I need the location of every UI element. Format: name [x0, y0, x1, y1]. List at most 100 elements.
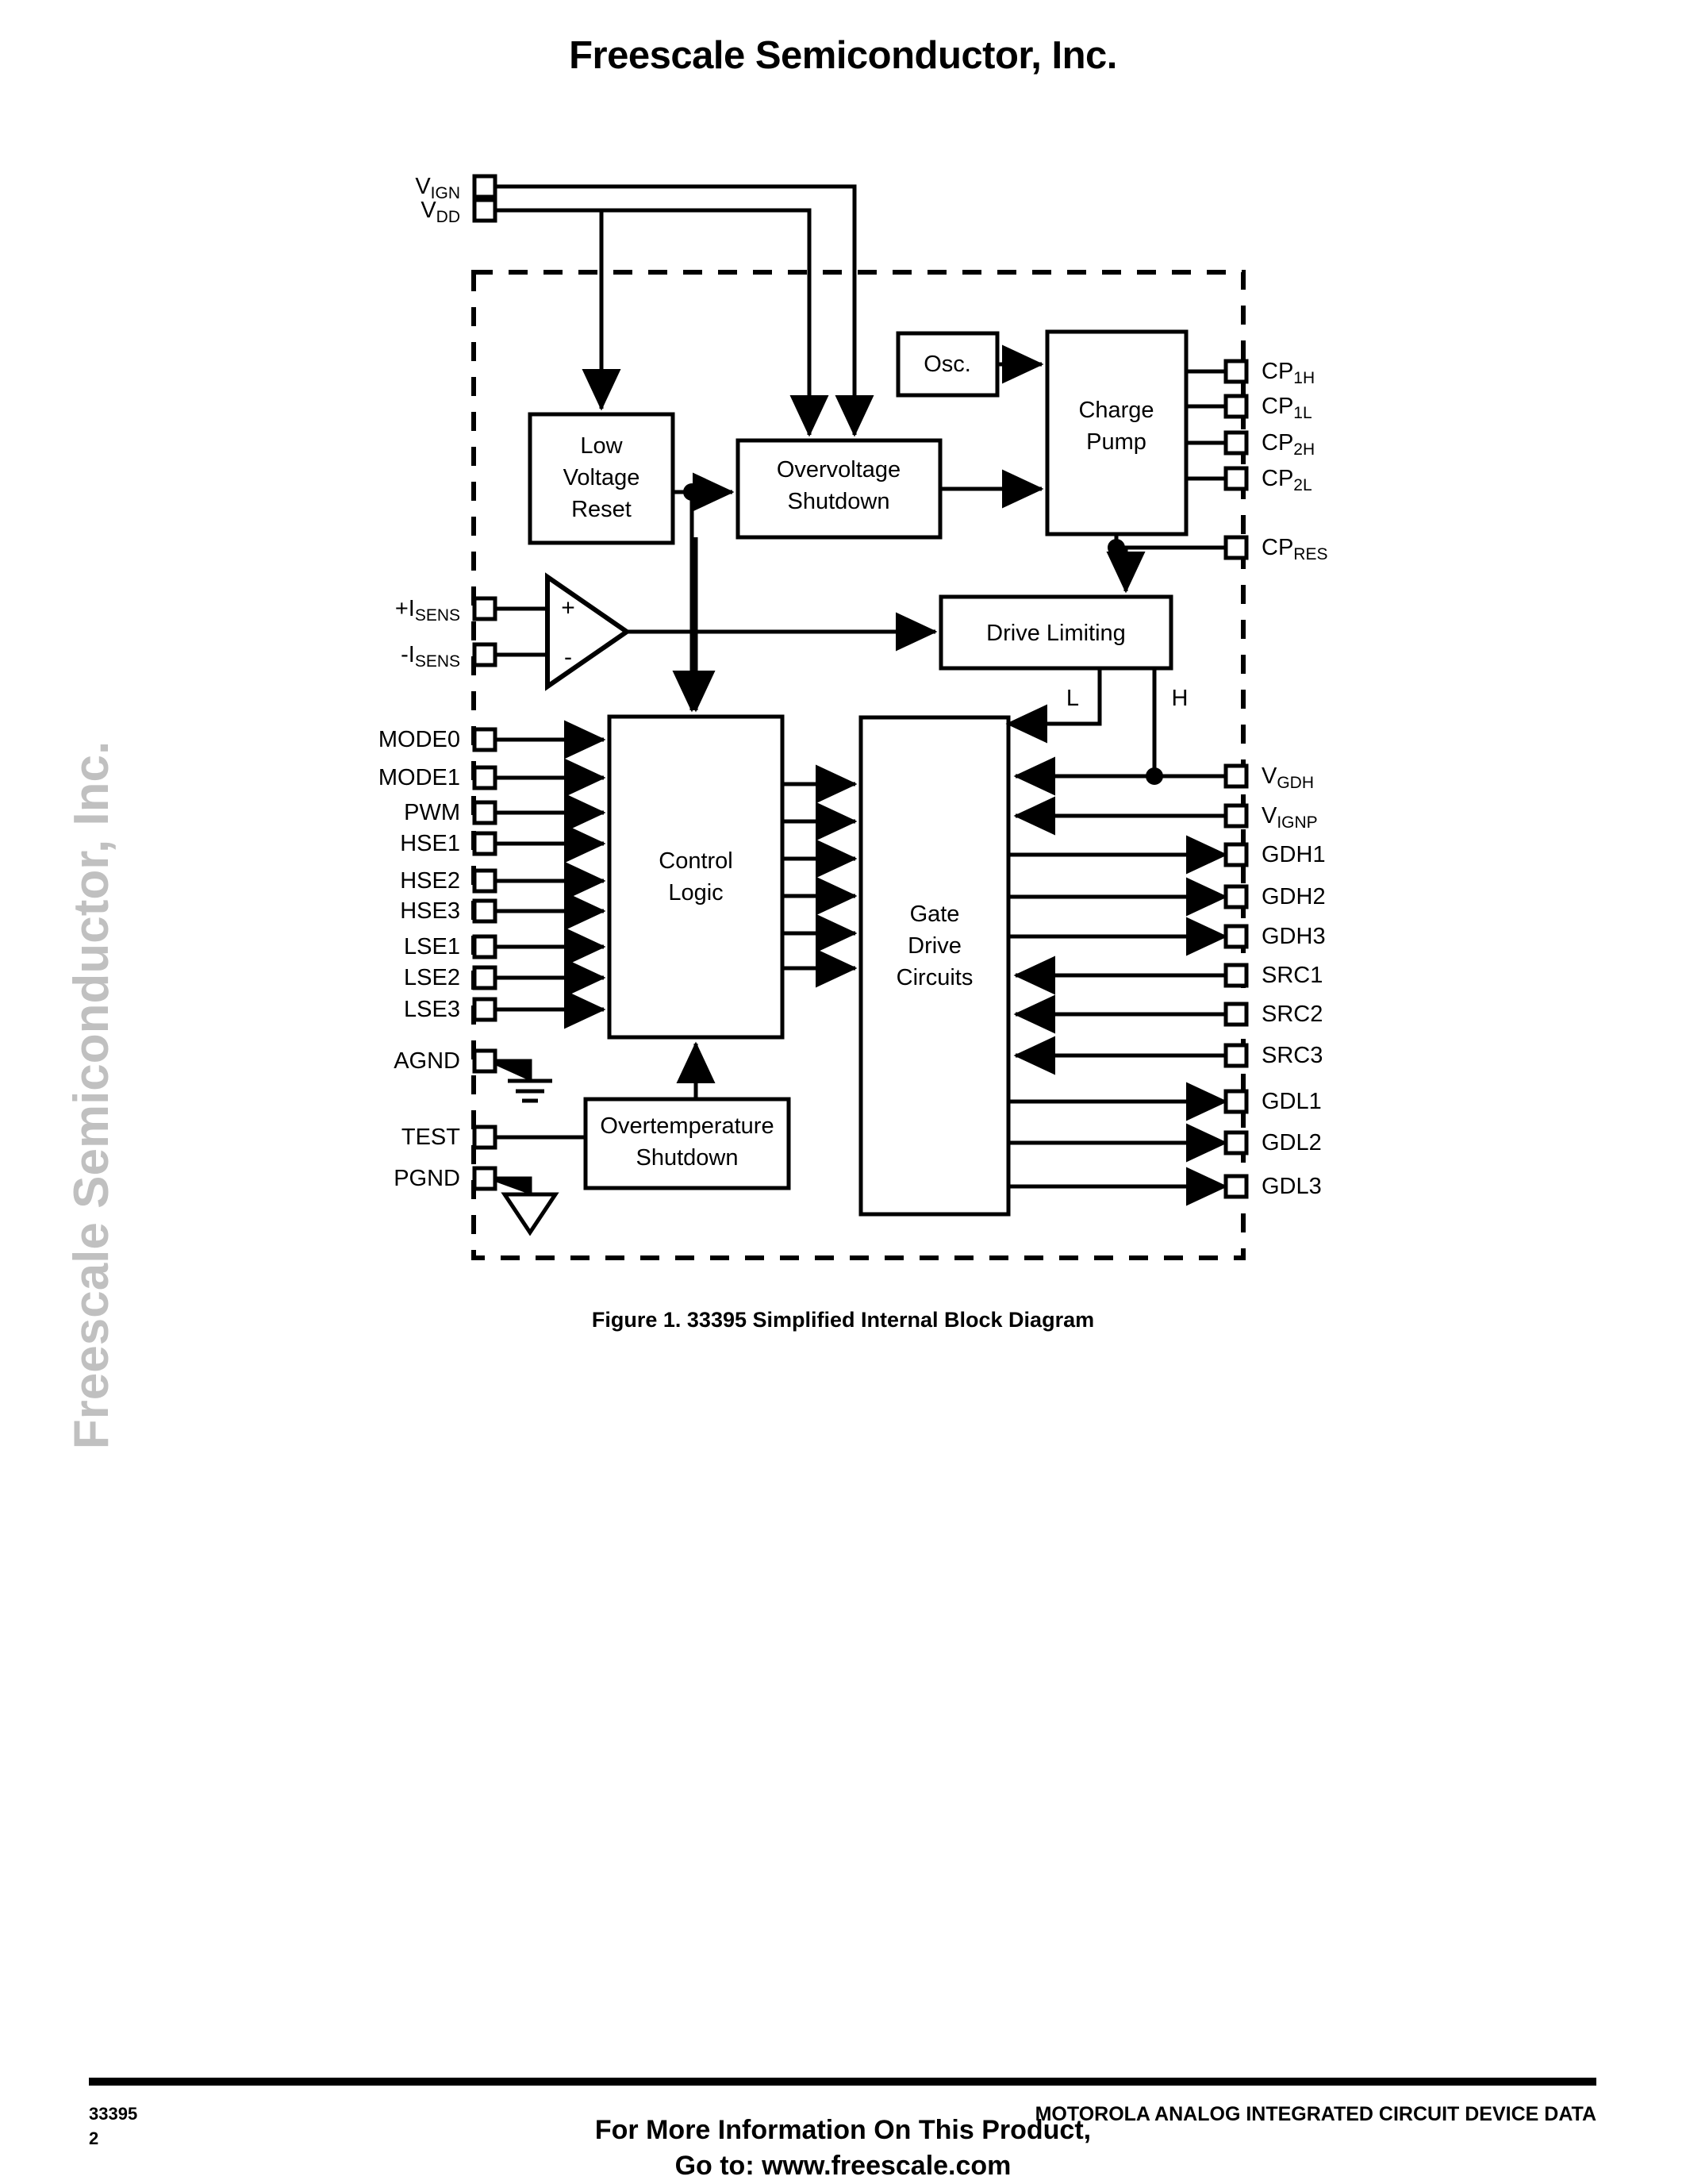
wire-control-to-gate-drive — [782, 764, 858, 988]
gate-drive-line1: Gate — [910, 902, 960, 927]
pin-label-isens-minus: -ISENS — [401, 642, 460, 671]
pin-src3[interactable]: SRC3 — [1223, 1043, 1323, 1068]
footer-page-number: 2 — [89, 2128, 99, 2148]
low-voltage-reset-line3: Reset — [571, 497, 632, 522]
overvoltage-shutdown-line1: Overvoltage — [777, 457, 901, 483]
pgnd-symbol — [486, 1176, 559, 1236]
page-title: Freescale Semiconductor, Inc. — [569, 34, 1117, 77]
pin-label-vgdh: VGDH — [1262, 763, 1314, 792]
block-control-logic: Control Logic — [607, 714, 785, 1040]
pin-label-cp1h: CP1H — [1262, 359, 1315, 387]
footer-left: 33395 2 — [89, 2101, 137, 2151]
pin-label-src1: SRC1 — [1262, 963, 1323, 988]
figure-caption: Figure 1. 33395 Simplified Internal Bloc… — [591, 1308, 1095, 1332]
drive-limit-low-label: L — [1066, 686, 1079, 711]
control-logic-line2: Logic — [668, 880, 723, 906]
pin-hse2[interactable]: HSE2 — [400, 868, 497, 894]
page-header: Freescale Semiconductor, Inc. — [0, 33, 1686, 78]
agnd-symbol — [486, 1059, 552, 1103]
pin-agnd[interactable]: AGND — [394, 1048, 497, 1074]
pin-vgdh[interactable]: VGDH — [1223, 763, 1314, 792]
pin-label-gdl1: GDL1 — [1262, 1089, 1322, 1114]
pin-mode1[interactable]: MODE1 — [378, 765, 497, 790]
pin-label-lse1: LSE1 — [404, 934, 460, 959]
pin-gdh3[interactable]: GDH3 — [1223, 924, 1326, 949]
pin-label-pgnd: PGND — [394, 1166, 460, 1191]
pin-lse1[interactable]: LSE1 — [404, 934, 497, 959]
left-pins: VIGN VDD +ISENS -ISENS MODE0 MODE1 PWM — [378, 174, 497, 1191]
pin-src1[interactable]: SRC1 — [1223, 963, 1323, 988]
low-voltage-reset-line2: Voltage — [563, 465, 640, 490]
pin-gdl2[interactable]: GDL2 — [1223, 1130, 1322, 1155]
pin-hse1[interactable]: HSE1 — [400, 831, 497, 856]
control-logic-line1: Control — [659, 848, 733, 874]
right-pins: CP1H CP1L CP2H CP2L CPRES VGDH VIGNP GD — [1223, 359, 1327, 1199]
pin-label-src2: SRC2 — [1262, 1002, 1323, 1027]
pin-label-isens-plus: +ISENS — [395, 596, 460, 625]
pin-vdd[interactable]: VDD — [421, 198, 497, 226]
pin-cp2h[interactable]: CP2H — [1223, 430, 1315, 459]
pin-label-vign: VIGN — [415, 174, 460, 202]
gate-drive-line2: Drive — [908, 933, 962, 959]
footer-divider — [89, 2078, 1596, 2086]
pin-label-lse3: LSE3 — [404, 997, 460, 1022]
low-voltage-reset-line1: Low — [580, 433, 623, 459]
pin-cpres[interactable]: CPRES — [1223, 535, 1327, 563]
pin-gdl3[interactable]: GDL3 — [1223, 1174, 1322, 1199]
pin-cp1h[interactable]: CP1H — [1223, 359, 1315, 387]
pin-label-vdd: VDD — [421, 198, 460, 226]
pin-label-gdh1: GDH1 — [1262, 842, 1326, 867]
pin-isens-minus[interactable]: -ISENS — [401, 642, 497, 671]
block-oscillator: Osc. — [896, 331, 1000, 398]
pin-gdh2[interactable]: GDH2 — [1223, 884, 1326, 909]
pin-isens-plus[interactable]: +ISENS — [395, 596, 497, 625]
pin-gdl1[interactable]: GDL1 — [1223, 1089, 1322, 1114]
overtemperature-shutdown-line1: Overtemperature — [600, 1113, 774, 1139]
drive-limit-high-label: H — [1172, 686, 1189, 711]
pin-lse3[interactable]: LSE3 — [404, 997, 497, 1022]
footer-more-info-line1: For More Information On This Product, — [594, 2115, 1092, 2145]
pin-label-hse2: HSE2 — [400, 868, 460, 894]
footer-device-data-notice: MOTOROLA ANALOG INTEGRATED CIRCUIT DEVIC… — [1035, 2103, 1596, 2125]
amp-minus-sign: - — [564, 644, 572, 671]
block-diagram-svg: Low Voltage Reset Overvoltage Shutdown O… — [378, 174, 1327, 1260]
pin-label-mode0: MODE0 — [378, 727, 460, 752]
wire-gdh-outputs — [1008, 835, 1228, 956]
amp-plus-sign: + — [561, 595, 575, 621]
wire-drive-limit-high: H — [1013, 668, 1231, 796]
pin-label-pwm: PWM — [404, 800, 460, 825]
pin-vign[interactable]: VIGN — [415, 174, 497, 202]
pin-gdh1[interactable]: GDH1 — [1223, 842, 1326, 867]
overvoltage-shutdown-line2: Shutdown — [788, 489, 890, 514]
gate-drive-line3: Circuits — [897, 965, 974, 990]
pin-cp1l[interactable]: CP1L — [1223, 394, 1312, 422]
pin-pgnd[interactable]: PGND — [394, 1166, 497, 1191]
drive-limiting-label: Drive Limiting — [986, 621, 1126, 646]
pin-label-vignp: VIGNP — [1262, 803, 1318, 832]
pin-lse2[interactable]: LSE2 — [404, 965, 497, 990]
pin-hse3[interactable]: HSE3 — [400, 898, 497, 924]
wire-control-logic-inputs — [486, 720, 606, 1029]
pin-label-cp2l: CP2L — [1262, 466, 1312, 494]
footer-more-info: For More Information On This Product, Go… — [0, 2113, 1686, 2184]
ic-boundary-dashed — [471, 270, 1246, 1260]
pin-vignp[interactable]: VIGNP — [1223, 803, 1318, 832]
pin-label-mode1: MODE1 — [378, 765, 460, 790]
pin-mode0[interactable]: MODE0 — [378, 727, 497, 752]
pin-label-test: TEST — [401, 1125, 460, 1150]
pin-pwm[interactable]: PWM — [404, 800, 497, 825]
pin-label-gdl2: GDL2 — [1262, 1130, 1322, 1155]
wire-vign — [474, 184, 874, 437]
footer-part-number: 33395 — [89, 2104, 138, 2124]
pin-test[interactable]: TEST — [401, 1125, 497, 1150]
pin-label-gdh2: GDH2 — [1262, 884, 1326, 909]
pin-cp2l[interactable]: CP2L — [1223, 466, 1312, 494]
block-charge-pump: Charge Pump — [1045, 329, 1189, 536]
pin-label-hse1: HSE1 — [400, 831, 460, 856]
pin-label-agnd: AGND — [394, 1048, 460, 1074]
pin-src2[interactable]: SRC2 — [1223, 1002, 1323, 1027]
wire-vdd — [474, 208, 829, 437]
pin-label-hse3: HSE3 — [400, 898, 460, 924]
wire-gdl-outputs — [1008, 1082, 1228, 1206]
wire-drive-limit-low: L — [1005, 668, 1102, 744]
